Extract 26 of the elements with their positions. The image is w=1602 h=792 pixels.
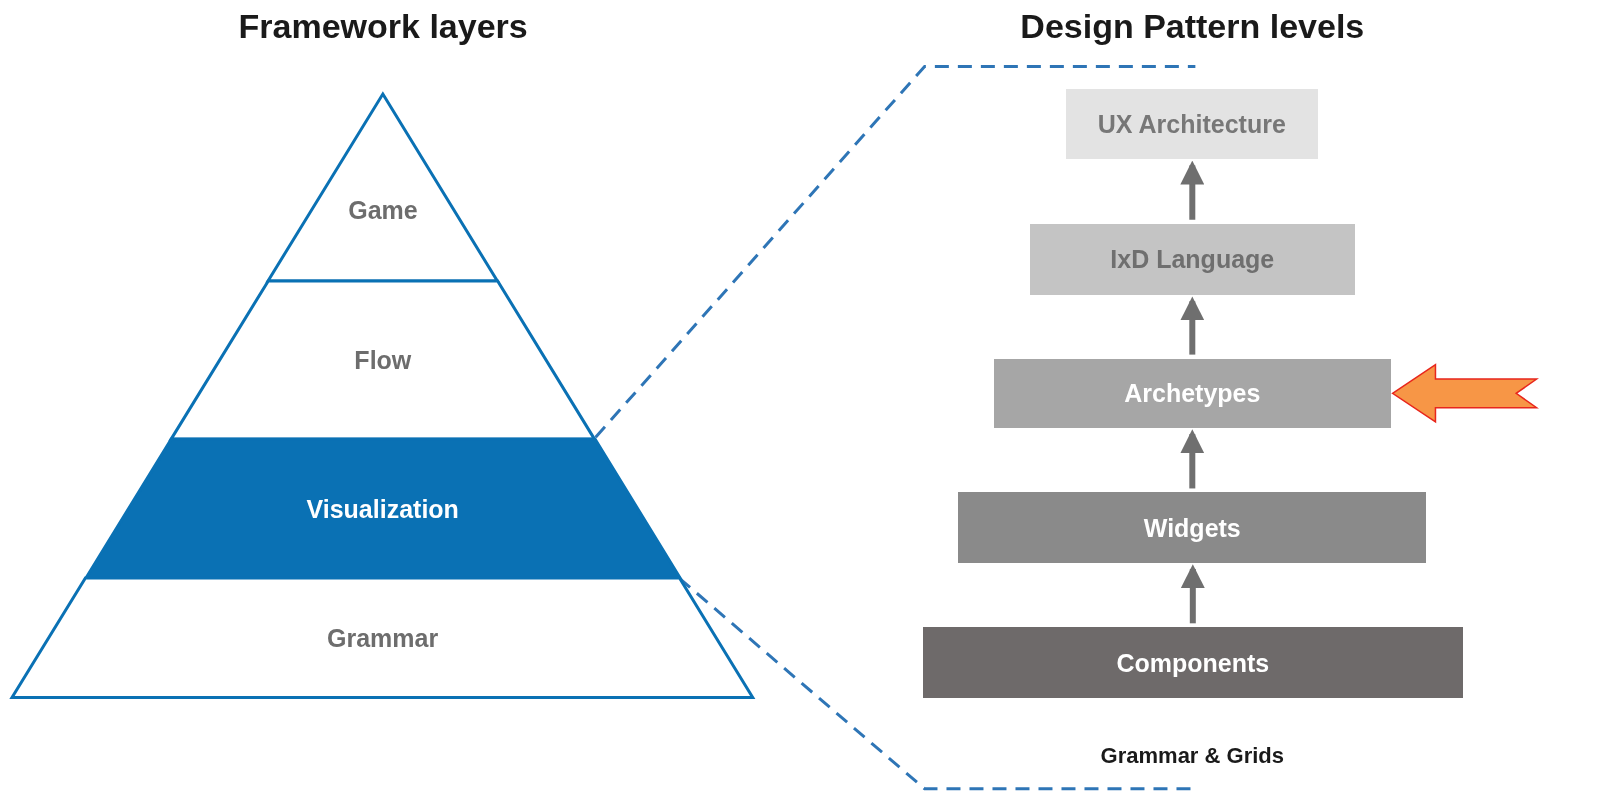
layer-label: UX Architecture bbox=[1097, 109, 1286, 139]
level-box bbox=[1029, 223, 1355, 296]
layer-label: Widgets bbox=[1143, 513, 1241, 543]
layer-label: Flow bbox=[354, 345, 412, 375]
level-box bbox=[922, 627, 1464, 698]
pyramid-layer bbox=[171, 280, 595, 440]
level-box bbox=[958, 492, 1427, 563]
layer-label: IxD Language bbox=[1110, 245, 1275, 274]
caption-text: Grammar & Grids bbox=[1100, 743, 1284, 770]
arrow bbox=[1180, 160, 1205, 220]
layer-label: Visualization bbox=[306, 494, 459, 524]
pyramid-top-layer bbox=[268, 94, 498, 281]
pyramid-layer bbox=[12, 578, 753, 698]
arrow bbox=[1180, 296, 1205, 355]
block-arrow bbox=[1391, 363, 1539, 424]
layer-label: Components bbox=[1116, 648, 1270, 678]
level-box bbox=[994, 358, 1391, 429]
layer-label: Grammar bbox=[327, 623, 439, 653]
arrow bbox=[1180, 429, 1205, 489]
layer-label: Archetypes bbox=[1124, 378, 1261, 408]
arrow bbox=[1180, 564, 1205, 624]
level-box bbox=[1065, 88, 1318, 160]
layer-label: Game bbox=[348, 195, 418, 225]
pyramid-layer bbox=[85, 439, 680, 579]
heading: Framework layers bbox=[238, 6, 528, 46]
heading: Design Pattern levels bbox=[1020, 6, 1365, 46]
